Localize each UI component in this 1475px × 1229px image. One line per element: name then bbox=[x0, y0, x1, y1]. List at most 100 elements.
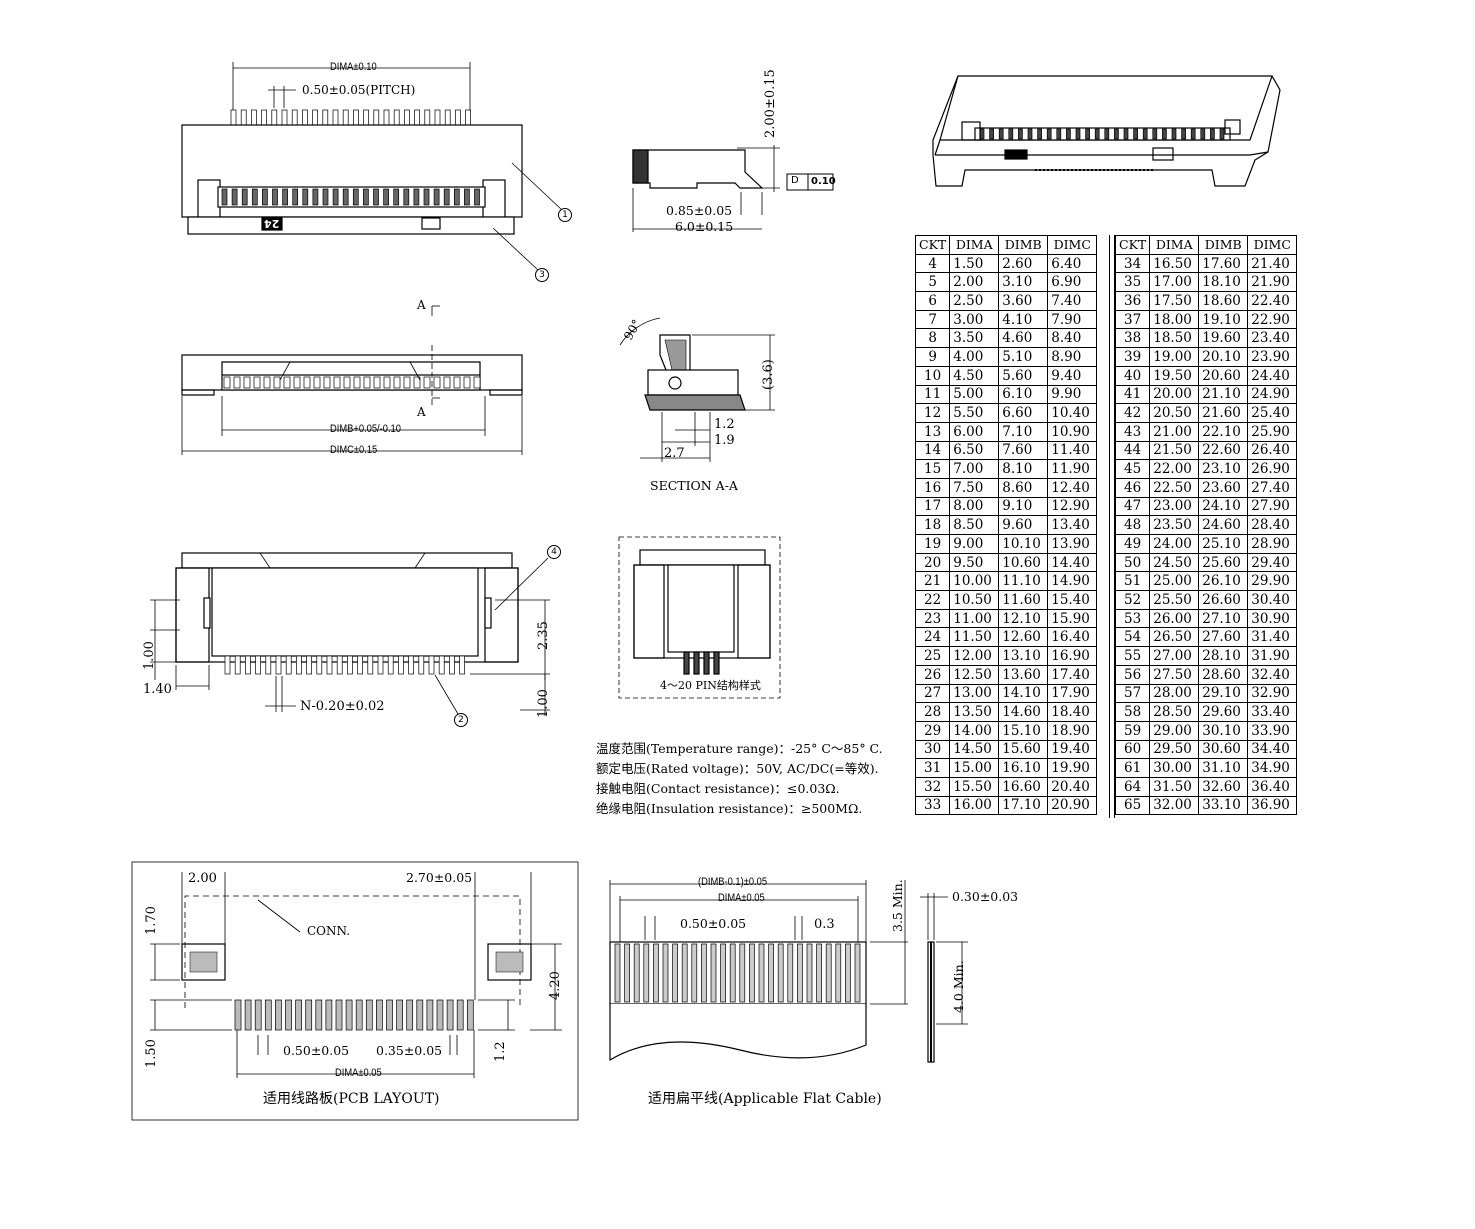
cable-conductor-label: 0.3 bbox=[814, 917, 835, 932]
pin-shape bbox=[224, 655, 231, 675]
dim-cell: 14.50 bbox=[949, 739, 1000, 760]
dim-cell: 10.50 bbox=[949, 590, 1000, 610]
side-depth-label: 6.0±0.15 bbox=[675, 219, 734, 234]
dim-cell: 11.60 bbox=[998, 590, 1049, 610]
dim-cell: 18.00 bbox=[1149, 309, 1200, 330]
contact-shape bbox=[1008, 128, 1014, 140]
pin-shape bbox=[393, 109, 400, 126]
pin-shape bbox=[455, 109, 461, 126]
dim-cell: 27.00 bbox=[1149, 646, 1200, 666]
pin-shape bbox=[322, 109, 329, 126]
dim-cell: 12.50 bbox=[949, 664, 1000, 685]
contact-shape bbox=[443, 376, 451, 389]
pin-shape bbox=[383, 109, 390, 126]
pad-shape bbox=[295, 999, 302, 1031]
pad-shape bbox=[446, 999, 454, 1031]
pin-shape bbox=[336, 655, 343, 675]
pcb-d5-label: 1.50 bbox=[144, 1039, 159, 1068]
dim-cell: 9.60 bbox=[998, 515, 1049, 535]
dim-cell: 15.10 bbox=[998, 720, 1049, 741]
dim-cell: 13.50 bbox=[949, 702, 1000, 722]
pcb-d6-label: 0.50±0.05 bbox=[283, 1043, 350, 1058]
dim-cell: 21.50 bbox=[1149, 440, 1200, 461]
dim-cell: 12.60 bbox=[998, 627, 1049, 648]
dim-cell: 21.10 bbox=[1198, 384, 1249, 405]
ckt-cell: 12 bbox=[914, 403, 951, 423]
ckt-cell: 53 bbox=[1114, 608, 1151, 629]
ckt-cell: 25 bbox=[914, 646, 951, 666]
contact-shape bbox=[293, 376, 301, 389]
contact-shape bbox=[383, 188, 389, 206]
dim-cell: 12.00 bbox=[949, 646, 1000, 666]
dim-cell: 11.00 bbox=[949, 608, 1000, 629]
dim-cell: 9.40 bbox=[1047, 365, 1098, 386]
pad-shape bbox=[315, 999, 323, 1031]
pin-shape bbox=[230, 109, 237, 126]
dim-cell: 18.40 bbox=[1047, 702, 1098, 722]
dim-cell: 26.10 bbox=[1198, 571, 1249, 592]
ckt-cell: 31 bbox=[914, 758, 951, 778]
dim-cell: 19.60 bbox=[1198, 328, 1249, 349]
contact-shape bbox=[1190, 128, 1196, 140]
pcb-layout-view bbox=[131, 861, 579, 1121]
dim-cell: 6.00 bbox=[949, 421, 1000, 442]
dim-cell: 23.40 bbox=[1247, 328, 1298, 349]
pad-shape bbox=[345, 999, 353, 1031]
dim-cell: 23.90 bbox=[1247, 347, 1298, 367]
conductor-shape bbox=[787, 943, 794, 1003]
ckt-cell: 21 bbox=[914, 571, 951, 592]
dim-cell: 2.60 bbox=[998, 253, 1049, 274]
contact-shape bbox=[1066, 128, 1071, 140]
pin-shape bbox=[332, 109, 339, 126]
ckt-cell: 60 bbox=[1114, 739, 1151, 760]
pin-shape bbox=[367, 655, 374, 675]
spec-insulation-resistance: 绝缘电阻(Insulation resistance)：≥500MΩ. bbox=[596, 801, 863, 816]
conductor-shape bbox=[672, 943, 678, 1003]
conductor-shape bbox=[691, 943, 698, 1003]
contact-shape bbox=[373, 376, 381, 389]
section-mark-top: A bbox=[417, 298, 426, 312]
cable-stiffener-label: 4.0 Min. bbox=[951, 960, 966, 1013]
dim-cell: 29.50 bbox=[1149, 739, 1200, 760]
isometric-contacts bbox=[979, 128, 1225, 140]
contact-shape bbox=[1200, 128, 1206, 140]
contact-shape bbox=[1162, 128, 1167, 140]
contact-shape bbox=[302, 188, 309, 206]
dim-cell: 19.50 bbox=[1149, 365, 1200, 386]
ckt-cell: 10 bbox=[914, 365, 951, 386]
side-height-label: 2.00±0.15 bbox=[763, 69, 778, 138]
dim-cell: 18.50 bbox=[1149, 328, 1200, 349]
dim-cell: 14.00 bbox=[949, 720, 1000, 741]
contact-shape bbox=[303, 376, 311, 389]
ckt-cell: 52 bbox=[1114, 590, 1151, 610]
dim-cell: 10.00 bbox=[949, 571, 1000, 592]
pin-shape bbox=[428, 655, 435, 675]
ckt-cell: 56 bbox=[1114, 664, 1151, 685]
contact-shape bbox=[473, 376, 481, 389]
dim-cell: 22.90 bbox=[1247, 309, 1298, 330]
dim-cell: 1.50 bbox=[949, 253, 1000, 274]
ckt-cell: 35 bbox=[1114, 272, 1151, 293]
pin-shape bbox=[240, 109, 247, 126]
pin-shape bbox=[275, 655, 282, 675]
pin-shape bbox=[449, 655, 455, 675]
contact-shape bbox=[342, 188, 349, 206]
conductor-shape bbox=[710, 943, 717, 1003]
section-d2-label: 1.9 bbox=[714, 433, 735, 448]
pad-shape bbox=[234, 999, 242, 1031]
ckt-cell: 41 bbox=[1114, 384, 1151, 405]
dim-cell: 13.60 bbox=[998, 664, 1049, 685]
contact-shape bbox=[1104, 128, 1110, 140]
pad-shape bbox=[244, 999, 252, 1031]
